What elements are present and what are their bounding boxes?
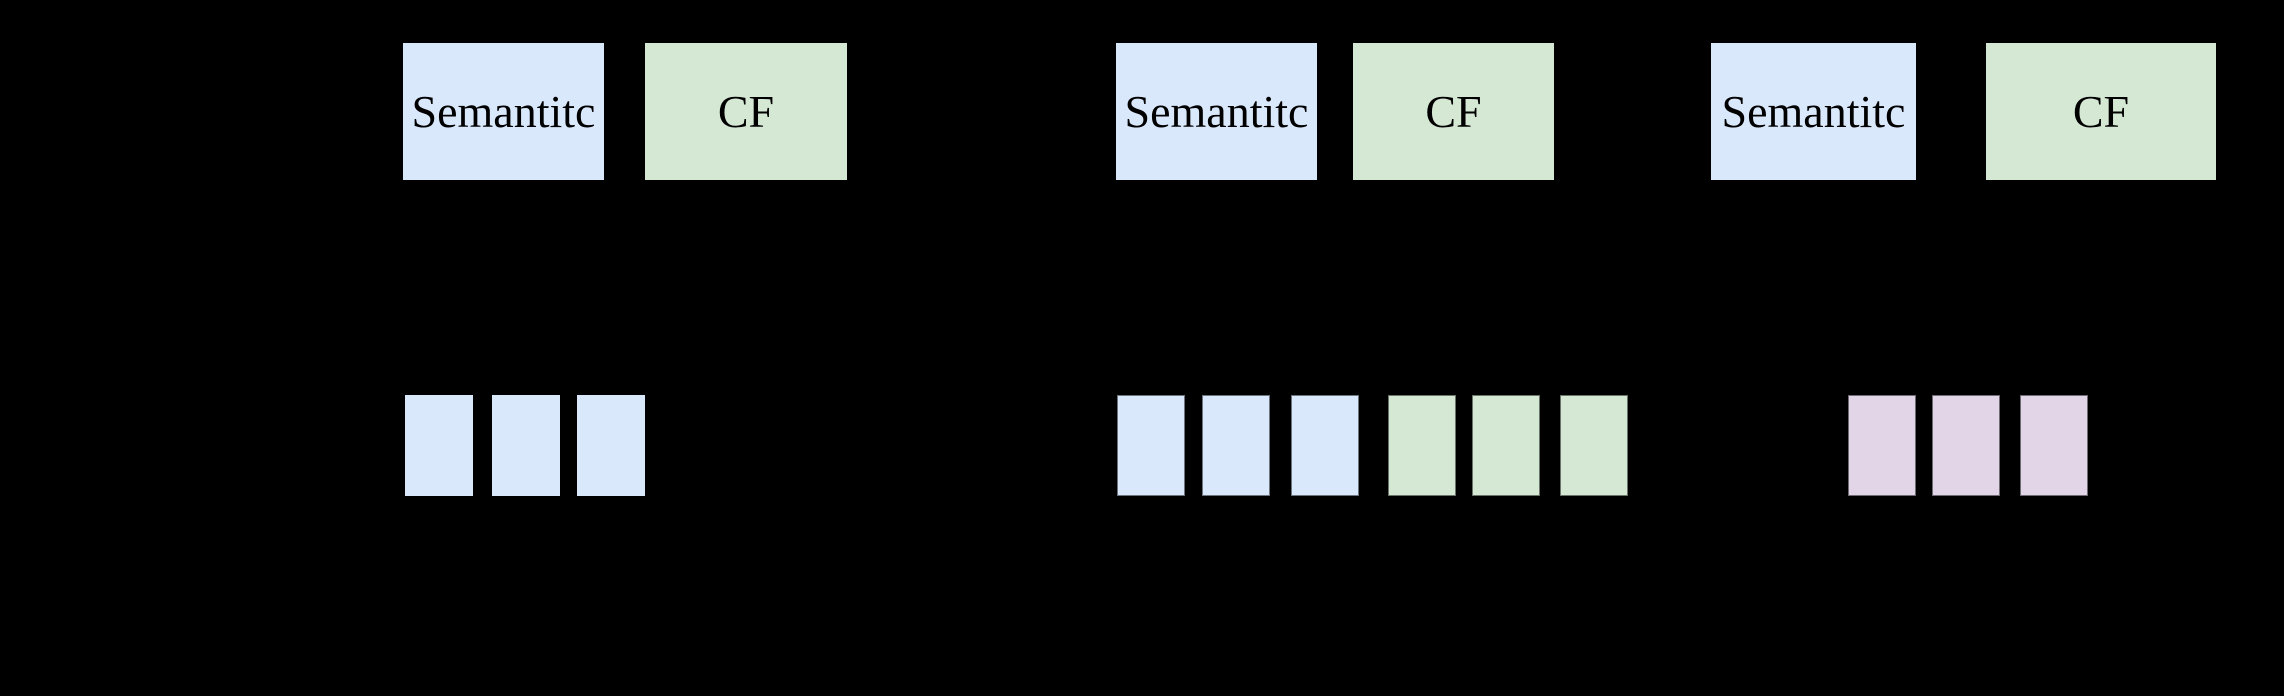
cf-box: CF	[1986, 43, 2216, 180]
semantic-box-label: Semantitc	[1124, 85, 1309, 137]
semantic-box-label: Semantitc	[1721, 85, 1906, 137]
semantic-box: Semantitc	[1116, 43, 1317, 180]
semantic-box: Semantitc	[403, 43, 604, 180]
token-rect-blue	[1117, 395, 1185, 496]
semantic-box-label: Semantitc	[411, 85, 596, 137]
token-rect-blue	[405, 395, 473, 496]
cf-box-label: CF	[1425, 85, 1482, 137]
token-rect-blue	[492, 395, 560, 496]
token-rect-blue	[577, 395, 645, 496]
token-rect-green	[1388, 395, 1456, 496]
token-rect-blue	[1291, 395, 1359, 496]
token-rect-green	[1472, 395, 1540, 496]
semantic-box: Semantitc	[1711, 43, 1916, 180]
token-rect-blue	[1202, 395, 1270, 496]
token-rect-purple	[1932, 395, 2000, 496]
cf-box: CF	[645, 43, 847, 180]
cf-box-label: CF	[717, 85, 775, 137]
token-rect-purple	[2020, 395, 2088, 496]
cf-box-label: CF	[2072, 85, 2130, 137]
token-rect-green	[1560, 395, 1628, 496]
cf-box: CF	[1353, 43, 1554, 180]
token-rect-purple	[1848, 395, 1916, 496]
